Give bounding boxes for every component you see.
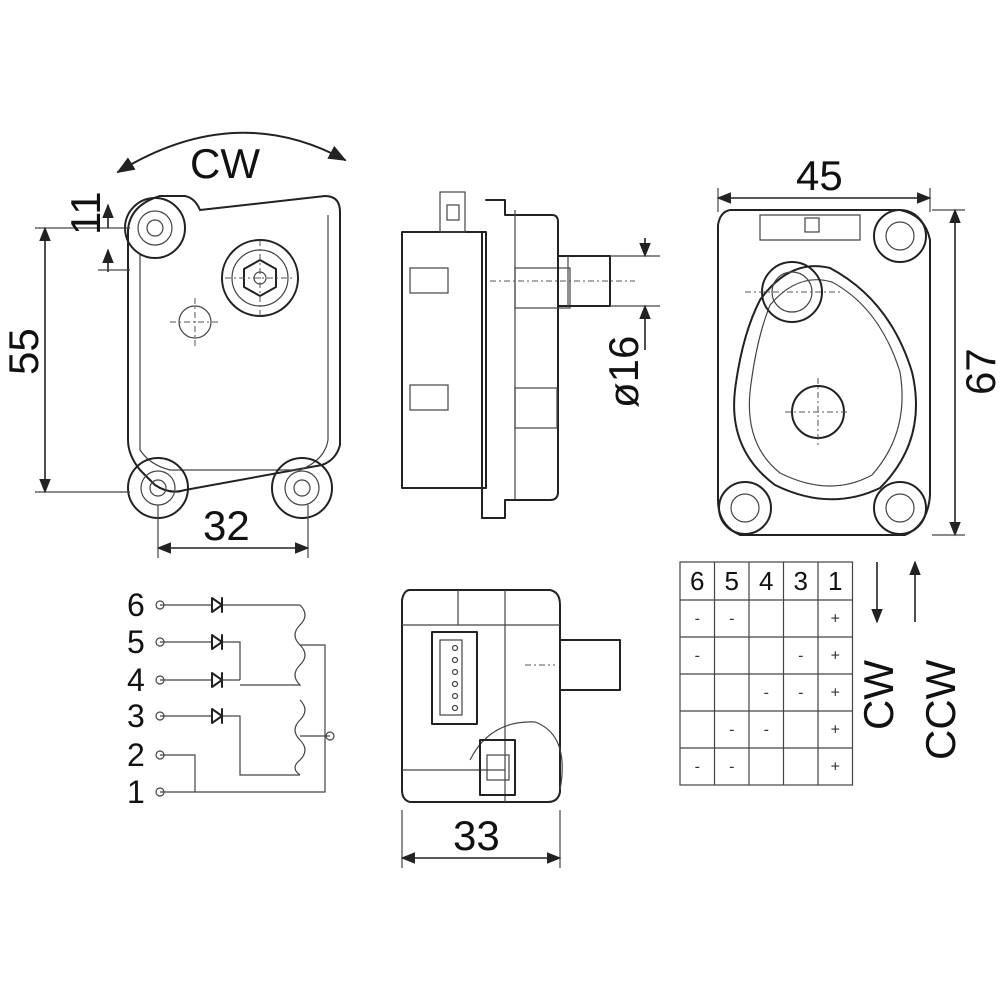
dim-height-rear: 67 bbox=[957, 348, 1000, 395]
table-cell: - bbox=[695, 611, 700, 628]
pin-label-5: 5 bbox=[127, 624, 145, 660]
table-cell: + bbox=[831, 611, 840, 628]
table-cell: - bbox=[764, 722, 769, 739]
mount-hole-top-left bbox=[124, 197, 186, 259]
diode-4 bbox=[211, 672, 223, 688]
rear-mount-bottom-left bbox=[718, 481, 772, 535]
rear-mount-bottom-right bbox=[873, 481, 927, 535]
motor-coil-upper bbox=[240, 604, 306, 686]
table-header-4: 4 bbox=[759, 566, 773, 596]
dim-width-bottom: 33 bbox=[453, 812, 500, 859]
mount-hole-bottom-right bbox=[271, 457, 333, 519]
rotation-label: CW bbox=[190, 140, 260, 187]
dim-offset-front: 11 bbox=[62, 191, 109, 235]
rear-view: 45 67 bbox=[716, 152, 1000, 537]
side-output-shaft bbox=[557, 255, 611, 307]
pin-label-3: 3 bbox=[127, 698, 145, 734]
bottom-output-shaft bbox=[559, 639, 621, 691]
table-cell: + bbox=[831, 685, 840, 702]
table-cell: + bbox=[831, 648, 840, 665]
side-housing-left bbox=[401, 231, 487, 489]
diode-5 bbox=[211, 634, 223, 650]
table-header-1: 1 bbox=[828, 566, 842, 596]
dim-shaft-diameter: ø16 bbox=[600, 336, 647, 408]
bottom-housing-outline bbox=[401, 589, 561, 803]
dim-height-front: 55 bbox=[0, 328, 47, 375]
connector-socket bbox=[431, 631, 478, 725]
table-header-3: 3 bbox=[794, 566, 808, 596]
rear-cam-profile bbox=[733, 265, 917, 501]
dim-width-rear: 45 bbox=[796, 152, 843, 199]
table-cell: + bbox=[831, 759, 840, 776]
table-cell: - bbox=[798, 648, 803, 665]
table-cell: + bbox=[831, 722, 840, 739]
table-cell: - bbox=[729, 611, 734, 628]
table-cell: - bbox=[764, 685, 769, 702]
table-cell: - bbox=[695, 648, 700, 665]
table-cell: - bbox=[695, 759, 700, 776]
table-header-5: 5 bbox=[725, 566, 739, 596]
rotation-arc-arrow bbox=[116, 131, 347, 173]
ccw-label: CCW bbox=[917, 659, 964, 760]
table-header-6: 6 bbox=[690, 566, 704, 596]
motor-coil-lower bbox=[294, 699, 306, 776]
bottom-view: 33 bbox=[400, 589, 621, 868]
connector-pins bbox=[451, 644, 459, 712]
front-housing-outline bbox=[127, 195, 341, 493]
pin-label-4: 4 bbox=[127, 662, 145, 698]
diode-6 bbox=[211, 597, 223, 613]
pin-label-6: 6 bbox=[127, 587, 145, 623]
table-cell: - bbox=[729, 722, 734, 739]
rear-mount-top-right bbox=[873, 209, 927, 263]
front-view: CW 55 11 bbox=[0, 131, 347, 558]
table-cell: - bbox=[798, 685, 803, 702]
pin-label-1: 1 bbox=[127, 774, 145, 810]
side-view: ø16 bbox=[401, 191, 660, 519]
cw-label: CW bbox=[855, 660, 902, 730]
dim-width-front: 32 bbox=[203, 502, 250, 549]
pin-label-2: 2 bbox=[127, 737, 145, 773]
diode-3 bbox=[211, 708, 223, 724]
table-cell: - bbox=[729, 759, 734, 776]
